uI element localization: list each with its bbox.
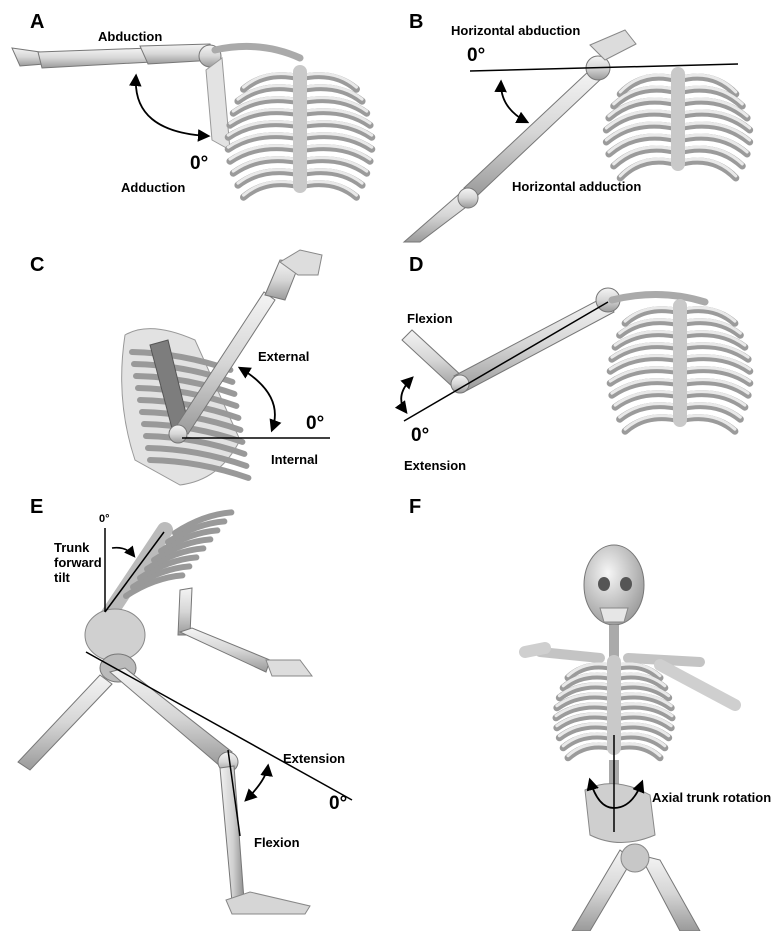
panel-f-skeleton [525, 545, 735, 931]
panel-letter-e: E [30, 497, 43, 517]
panel-e-extension-label: Extension [283, 751, 345, 766]
panel-e-trunk-arrow [112, 548, 134, 556]
panel-a-zero-label: 0° [190, 154, 208, 174]
panel-e-hip-line [86, 652, 352, 800]
panel-d-arrow [401, 378, 412, 412]
panel-d-skeleton [402, 288, 750, 431]
panel-c-zero-label: 0° [306, 414, 324, 434]
panel-a-abduction-label: Abduction [98, 29, 162, 44]
panel-c-arrow [240, 368, 275, 430]
panel-a-skeleton [12, 44, 372, 197]
panel-c-external-label: External [258, 349, 309, 364]
panel-d-zero-label: 0° [411, 426, 429, 446]
panel-f-axial-trunk-rotation-label: Axial trunk rotation [652, 790, 771, 805]
panel-letter-c: C [30, 255, 44, 275]
panel-letter-d: D [409, 255, 423, 275]
panel-letter-b: B [409, 12, 423, 32]
panel-a-adduction-label: Adduction [121, 180, 185, 195]
panel-b-zero-label: 0° [467, 46, 485, 66]
panel-e-trunk-zero-label: 0° [99, 513, 110, 525]
panel-b-horizontal-adduction-label: Horizontal adduction [512, 179, 641, 194]
panel-letter-f: F [409, 497, 421, 517]
panel-e-trunk-forward-tilt-label: Trunk forward tilt [54, 540, 102, 585]
panel-d-extension-label: Extension [404, 458, 466, 473]
panel-c-skeleton [122, 250, 322, 485]
panel-d-flexion-label: Flexion [407, 311, 453, 326]
panel-b-horizontal-abduction-label: Horizontal abduction [451, 23, 580, 38]
panel-c-internal-label: Internal [271, 452, 318, 467]
panel-a-arrow [136, 76, 208, 136]
panel-e-arrow [246, 766, 268, 800]
panel-b-arrow [501, 82, 527, 122]
panel-e-flexion-label: Flexion [254, 835, 300, 850]
panel-letter-a: A [30, 12, 44, 32]
panel-e-zero-label: 0° [329, 794, 347, 814]
panel-b-skeleton [404, 30, 750, 242]
